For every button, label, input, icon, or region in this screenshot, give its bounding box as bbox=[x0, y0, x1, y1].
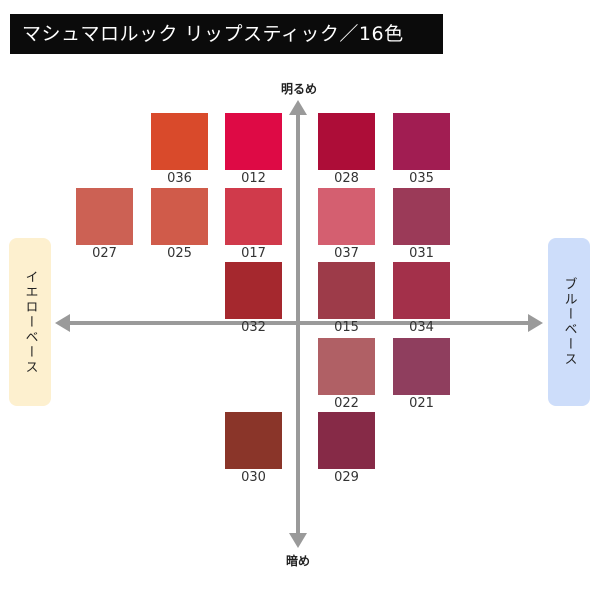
swatch-035 bbox=[393, 113, 450, 170]
code-031: 031 bbox=[409, 246, 434, 261]
swatch-022 bbox=[318, 338, 375, 395]
code-029: 029 bbox=[334, 470, 359, 485]
swatch-025 bbox=[151, 188, 208, 245]
blue-base-pill: ブルーベース bbox=[548, 238, 590, 406]
axis-label-bottom: 暗め bbox=[286, 554, 311, 568]
swatch-032 bbox=[225, 262, 282, 319]
code-036: 036 bbox=[167, 171, 192, 186]
blue-base-label: ブルーベース bbox=[561, 277, 577, 367]
code-012: 012 bbox=[241, 171, 266, 186]
code-034: 034 bbox=[409, 320, 434, 335]
code-015: 015 bbox=[334, 320, 359, 335]
code-035: 035 bbox=[409, 171, 434, 186]
arrow-left-icon bbox=[55, 314, 70, 332]
code-030: 030 bbox=[241, 470, 266, 485]
swatch-017 bbox=[225, 188, 282, 245]
code-027: 027 bbox=[92, 246, 117, 261]
swatch-029 bbox=[318, 412, 375, 469]
arrow-down-icon bbox=[289, 533, 307, 548]
code-037: 037 bbox=[334, 246, 359, 261]
arrow-right-icon bbox=[528, 314, 543, 332]
swatch-037 bbox=[318, 188, 375, 245]
yellow-base-label: イエローベース bbox=[22, 269, 38, 375]
axis-label-top: 明るめ bbox=[281, 82, 318, 96]
swatch-015 bbox=[318, 262, 375, 319]
swatch-028 bbox=[318, 113, 375, 170]
code-017: 017 bbox=[241, 246, 266, 261]
swatch-031 bbox=[393, 188, 450, 245]
swatch-027 bbox=[76, 188, 133, 245]
code-021: 021 bbox=[409, 396, 434, 411]
swatch-030 bbox=[225, 412, 282, 469]
yellow-base-pill: イエローベース bbox=[9, 238, 51, 406]
arrow-up-icon bbox=[289, 100, 307, 115]
page-title: マシュマロルック リップスティック／16色 bbox=[10, 14, 443, 54]
code-025: 025 bbox=[167, 246, 192, 261]
swatch-036 bbox=[151, 113, 208, 170]
swatch-034 bbox=[393, 262, 450, 319]
code-028: 028 bbox=[334, 171, 359, 186]
swatch-021 bbox=[393, 338, 450, 395]
code-022: 022 bbox=[334, 396, 359, 411]
code-032: 032 bbox=[241, 320, 266, 335]
swatch-012 bbox=[225, 113, 282, 170]
